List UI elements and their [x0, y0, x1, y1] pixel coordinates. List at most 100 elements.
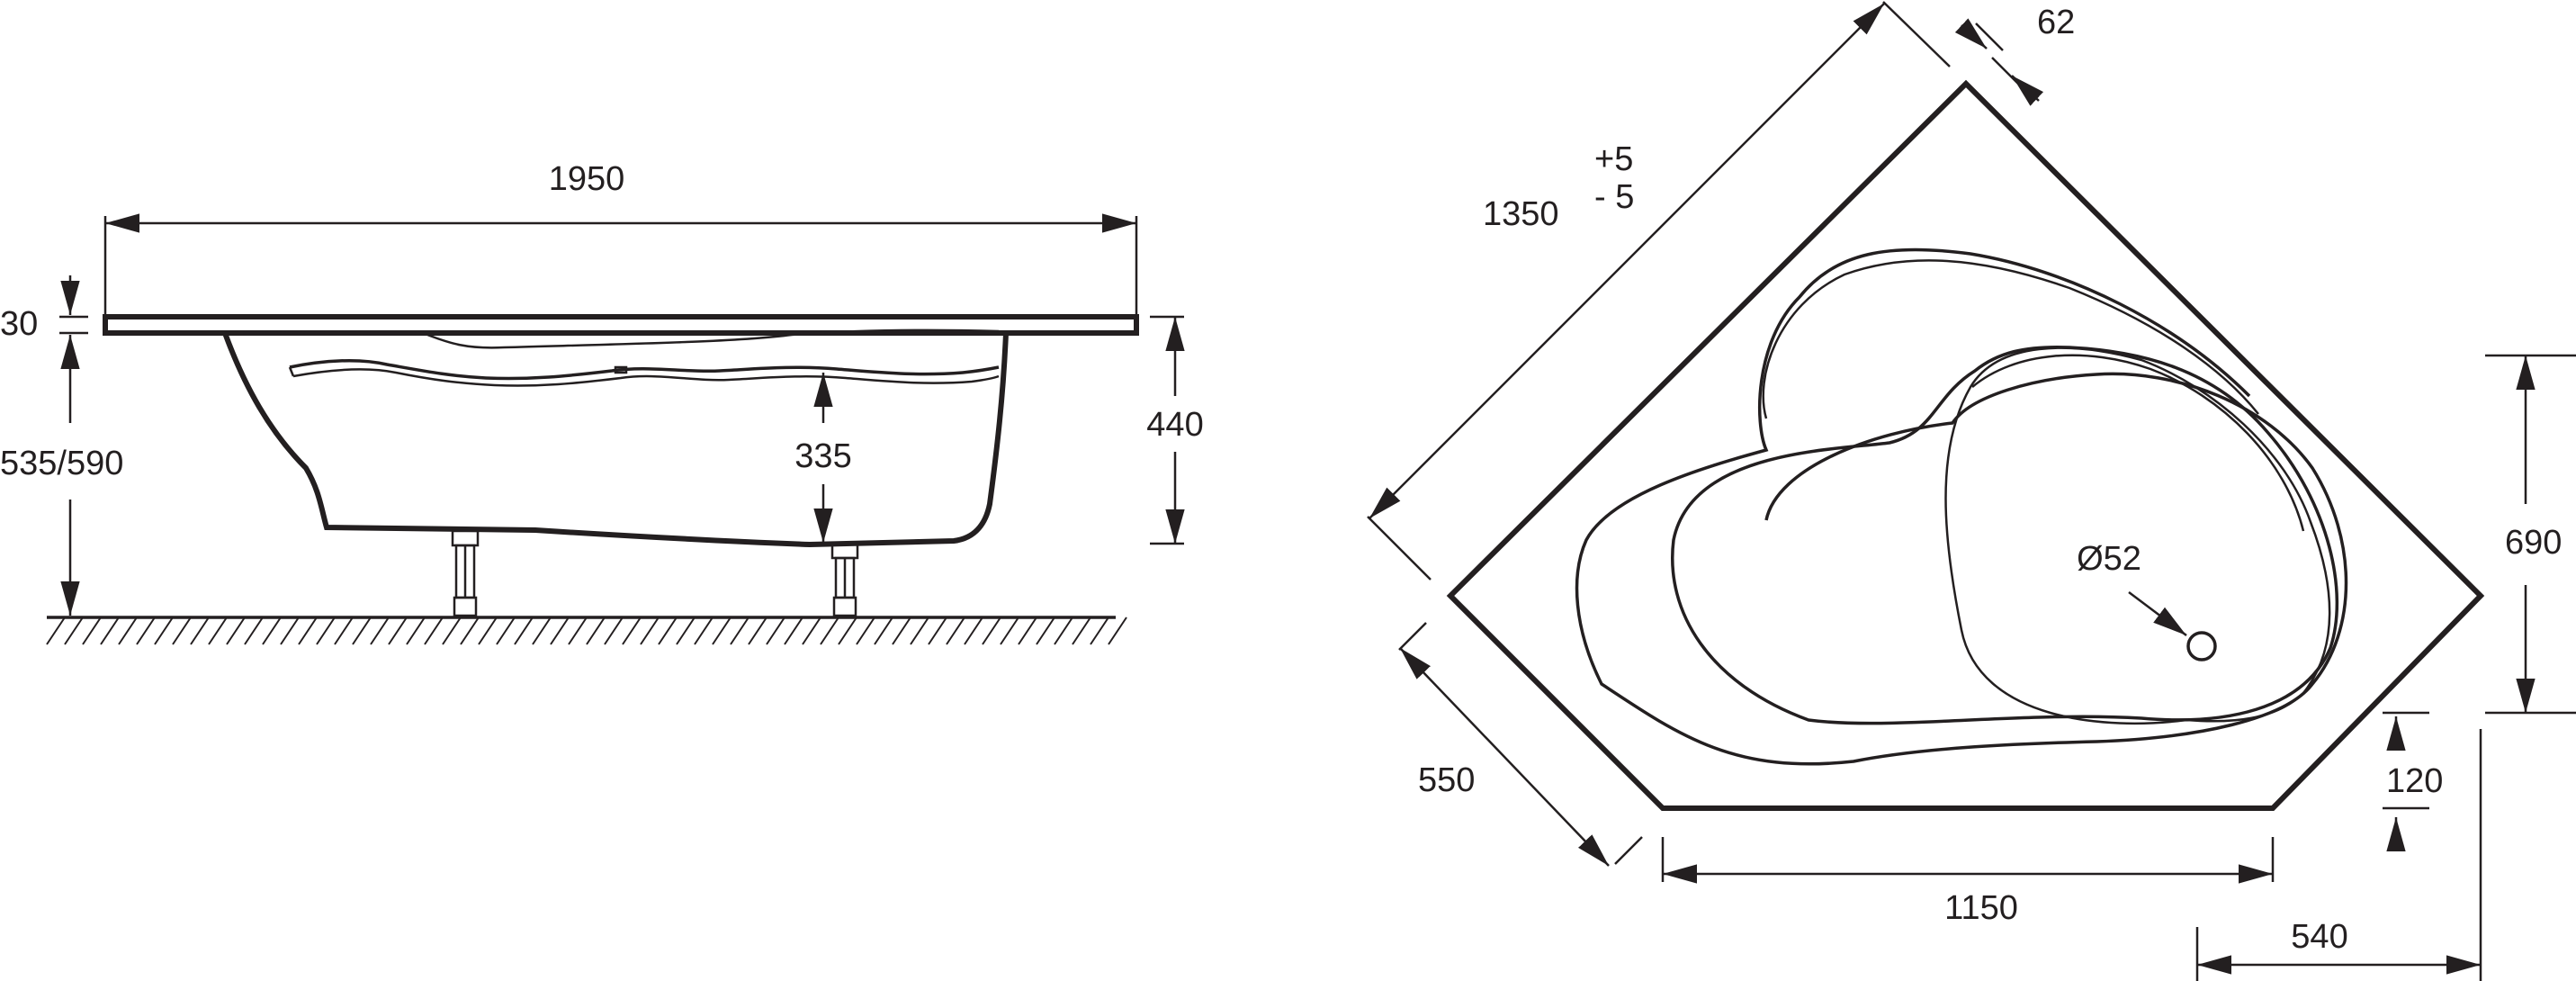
dim-rim-width-label: 62 [2037, 4, 2075, 41]
basin-seat-contour [1762, 259, 2259, 419]
hatch-line [388, 616, 408, 645]
hatch-line [964, 616, 983, 645]
hatch-line [1000, 616, 1019, 645]
water-line-lower [292, 368, 1000, 387]
hatch-line [676, 616, 696, 645]
dim-inner-depth-label: 335 [794, 437, 851, 475]
dim-side-length-label: 550 [1418, 761, 1475, 799]
top-view: Ø52 1350 +5 - 5 62 550 [1367, 1, 2576, 981]
hatch-line [640, 616, 660, 645]
basin-inner-contour [1671, 345, 2339, 725]
dim-corner-offset: 540 [2195, 729, 2482, 981]
hatch-line [262, 616, 282, 645]
dim-front-offset: 120 [2383, 711, 2443, 851]
hatch-line [568, 616, 588, 645]
dim-rim-thickness: 30 [0, 275, 88, 343]
rim-inner-line [224, 328, 1000, 349]
hatch-line [478, 616, 498, 645]
hatch-line [820, 616, 839, 645]
hatch-line [406, 616, 426, 645]
dim-overall-length-label: 1950 [549, 160, 625, 198]
dim-floor-to-rim-label: 535/590 [0, 445, 123, 482]
hatch-line [838, 616, 857, 645]
hatch-line [334, 616, 354, 645]
hatch-line [802, 616, 821, 645]
hatch-line [244, 616, 264, 645]
hatch-line [46, 616, 66, 645]
dim-overall-height-label: 440 [1146, 406, 1203, 444]
hatch-line [712, 616, 732, 645]
dim-front-length-label: 1150 [1944, 889, 2018, 927]
hatch-line [1018, 616, 1037, 645]
hatch-line [496, 616, 516, 645]
hatch-line [586, 616, 606, 645]
hatch-line [370, 616, 390, 645]
hatch-line [982, 616, 1001, 645]
dim-rim-width: 62 [1954, 4, 2075, 106]
bathtub-body [222, 331, 1009, 548]
hatch-line [1054, 616, 1073, 645]
hatch-line [298, 616, 318, 645]
side-view: 1950 30 535/590 335 440 [0, 160, 1204, 645]
hatch-line [1072, 616, 1091, 645]
hatch-line [100, 616, 120, 645]
dim-rim-thickness-label: 30 [0, 305, 38, 343]
dim-front-offset-label: 120 [2386, 762, 2443, 800]
dim-overall-length: 1950 [103, 160, 1138, 317]
hatch-line [766, 616, 785, 645]
hatch-line [910, 616, 929, 645]
hatch-line [442, 616, 462, 645]
dim-right-height: 690 [2485, 354, 2576, 715]
hatch-line [118, 616, 138, 645]
hatch-line [172, 616, 192, 645]
hatch-line [550, 616, 570, 645]
water-line-left-tick [288, 366, 295, 377]
hatch-line [928, 616, 947, 645]
hatch-line [352, 616, 372, 645]
dim-tolerance-minus-label: - 5 [1594, 178, 1634, 216]
hatch-line [784, 616, 803, 645]
dim-tolerance-plus-label: +5 [1594, 140, 1633, 178]
hatch-line [190, 616, 210, 645]
drain-leader [2128, 591, 2187, 636]
hatch-line [892, 616, 911, 645]
hatch-line [658, 616, 678, 645]
dim-right-height-label: 690 [2505, 524, 2562, 562]
water-line-upper [289, 359, 1000, 381]
basin-floor-inner-contour [1971, 354, 2305, 532]
hatch-line [694, 616, 714, 645]
dim-overall-height: 440 [1146, 315, 1204, 545]
hatch-line [154, 616, 174, 645]
hatch-line [64, 616, 84, 645]
floor-hatching [46, 616, 1127, 645]
basin-floor-contour [1944, 346, 2331, 725]
dim-side-length: 550 [1398, 622, 1643, 867]
bathtub-rim [103, 314, 1139, 336]
hatch-line [856, 616, 875, 645]
hatch-line [1108, 616, 1127, 645]
dim-floor-to-rim: 535/590 [0, 335, 123, 616]
hatch-line [874, 616, 893, 645]
hatch-line [532, 616, 552, 645]
hatch-line [1090, 616, 1109, 645]
drain-circle [2186, 631, 2217, 662]
dim-diagonal-length-label: 1350 [1483, 195, 1559, 233]
hatch-line [316, 616, 336, 645]
leg-left [451, 529, 480, 617]
hatch-line [1036, 616, 1055, 645]
dim-front-length: 1150 [1661, 837, 2275, 927]
basin-outer-contour [1575, 248, 2348, 766]
hatch-line [136, 616, 156, 645]
hatch-line [730, 616, 749, 645]
drain-diameter-label: Ø52 [2077, 540, 2141, 578]
hatch-line [604, 616, 624, 645]
hatch-line [208, 616, 228, 645]
hatch-line [622, 616, 642, 645]
leg-right [830, 542, 859, 617]
hatch-line [82, 616, 102, 645]
overflow-mark [614, 365, 628, 374]
dim-inner-depth: 335 [794, 373, 852, 543]
hatch-line [514, 616, 534, 645]
hatch-line [226, 616, 246, 645]
